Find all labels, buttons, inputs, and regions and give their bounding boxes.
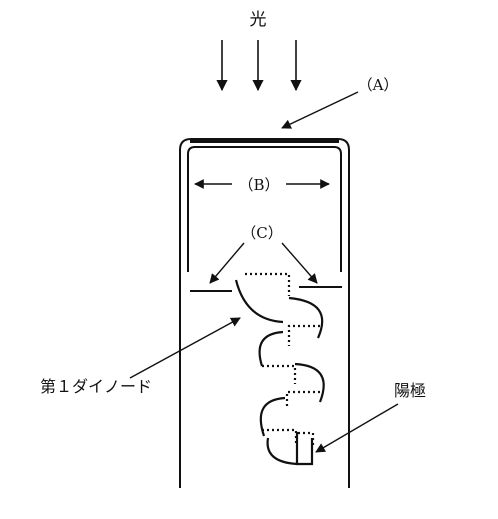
- dynode-1-mesh: [245, 272, 291, 296]
- label-first-dynode: 第１ダイノード: [40, 377, 152, 396]
- anode-electrode: [295, 432, 314, 466]
- tube-inner-wall: [187, 146, 342, 272]
- label-anode: 陽極: [394, 381, 426, 400]
- first-dynode-arrow: [129, 317, 241, 379]
- dynode-4-mesh: [285, 390, 320, 408]
- dynode-3-mesh: [262, 364, 297, 384]
- dynode-3: [258, 330, 284, 367]
- light-label: 光: [250, 10, 267, 30]
- label-c-arrow-left: [209, 242, 245, 284]
- label-c-arrow-right: [281, 242, 318, 284]
- dynode-2-mesh: [287, 324, 320, 346]
- label-c: （C）: [241, 224, 282, 242]
- anode-arrow: [315, 403, 399, 453]
- label-b: （B）: [238, 176, 279, 194]
- light-arrows: [216, 40, 302, 92]
- anode-mesh: [298, 431, 315, 448]
- dynode-6: [266, 437, 298, 466]
- dynode-4: [294, 362, 325, 403]
- dynode-1: [234, 279, 284, 324]
- label-a-arrow: [281, 91, 359, 129]
- focusing-electrodes: [190, 286, 342, 292]
- dynode-2: [288, 296, 324, 339]
- dynode-5-mesh: [262, 428, 298, 446]
- label-a: （A）: [358, 76, 399, 94]
- dynode-chain: [234, 272, 325, 466]
